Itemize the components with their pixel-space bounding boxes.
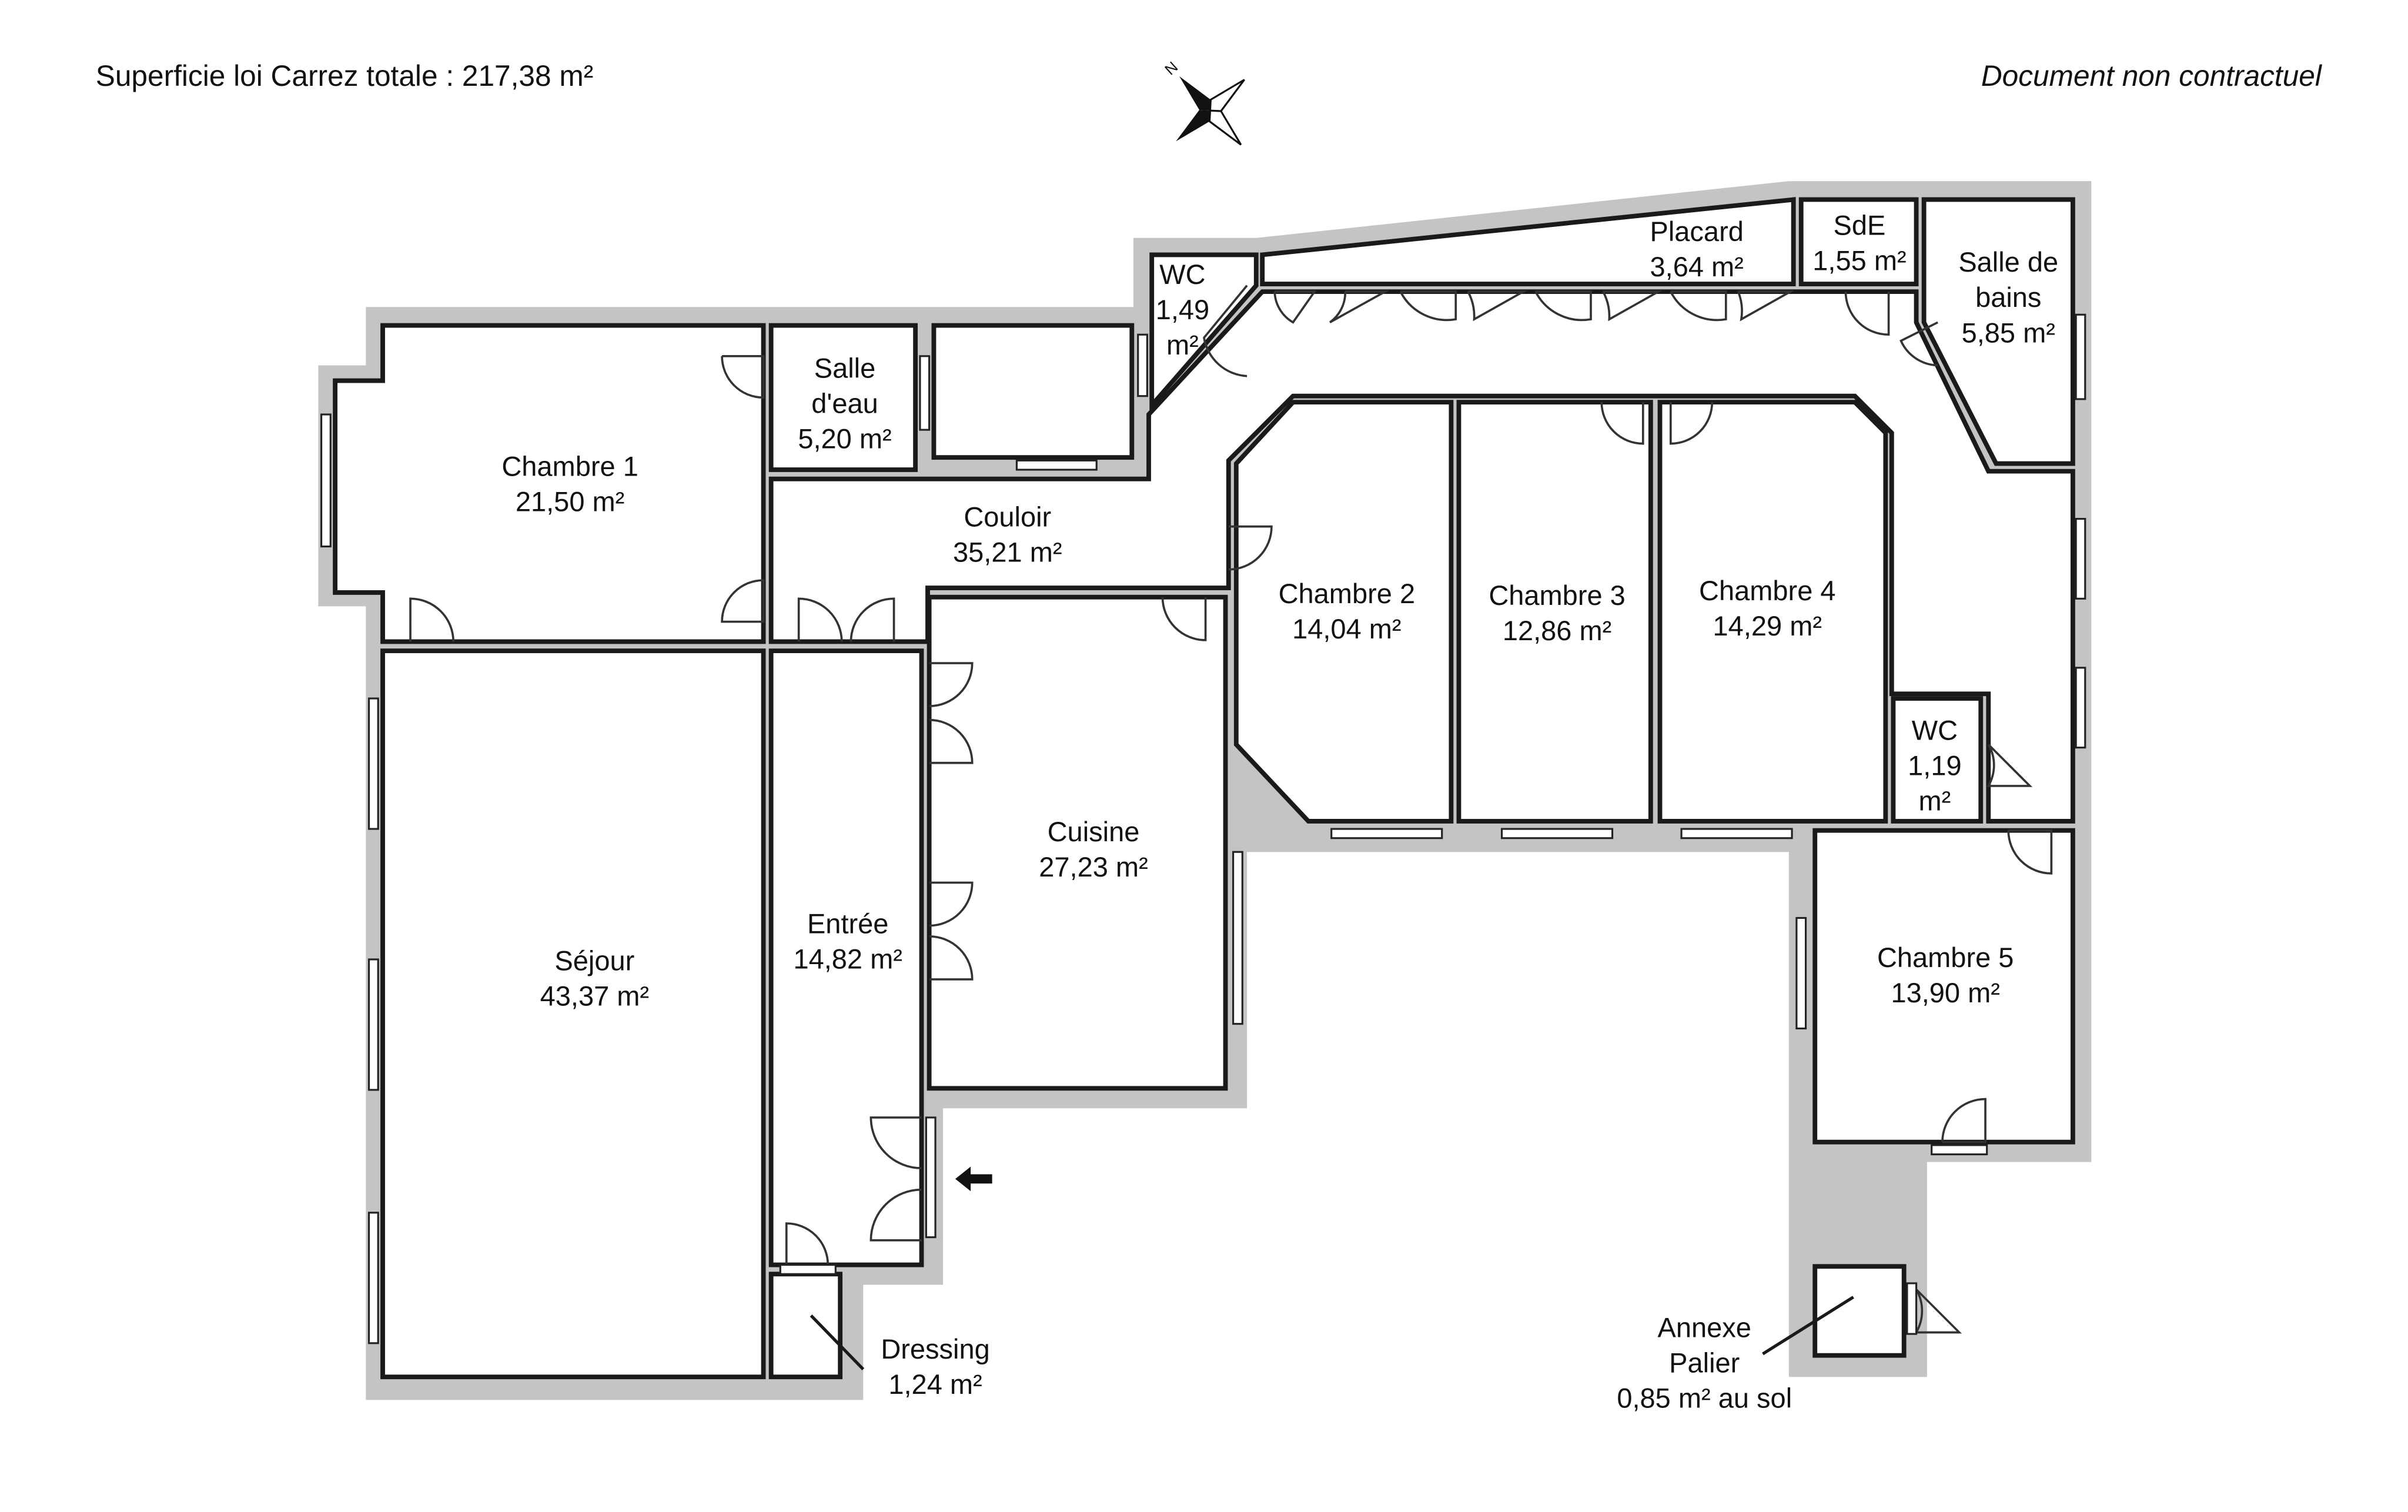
room-label-line: WC (1912, 715, 1958, 746)
room-label-line: bains (1975, 282, 2041, 313)
room-label-line: Chambre 2 (1279, 578, 1416, 609)
room-label-line: Salle (814, 352, 876, 383)
room-label-line: 21,50 m² (516, 486, 624, 517)
room-label-line: WC (1159, 259, 1205, 290)
room-label-chambre-2: Chambre 2 14,04 m² (1279, 578, 1416, 644)
room-label-line: Chambre 3 (1489, 580, 1625, 611)
room-label-line: SdE (1834, 210, 1886, 241)
room-label-line: Couloir (964, 501, 1051, 533)
room-annexe-palier (1812, 1264, 1907, 1358)
room-label-salle-d-eau: Salle d'eau 5,20 m² (798, 352, 891, 454)
room-label-line: Placard (1650, 216, 1744, 247)
room-salle-d-eau (768, 323, 918, 472)
total-area-label: Superficie loi Carrez totale : 217,38 m² (96, 59, 594, 92)
room-label-line: m² (1166, 329, 1199, 360)
room-label-line: 3,64 m² (1650, 251, 1744, 282)
room-storage (931, 323, 1135, 460)
room-label-chambre-1: Chambre 1 21,50 m² (501, 450, 638, 517)
room-chambre-4 (1657, 400, 1888, 824)
room-label-line: 0,85 m² au sol (1617, 1382, 1792, 1413)
room-label-wc-1: WC 1,49 m² (1156, 259, 1209, 360)
room-label-wc-2: WC 1,19 m² (1908, 715, 1961, 817)
room-entree (768, 648, 924, 1267)
entrance-arrow-icon (955, 1166, 992, 1192)
room-label-line: Séjour (554, 945, 634, 976)
room-label-chambre-3: Chambre 3 12,86 m² (1489, 580, 1625, 646)
room-label-sejour: Séjour 43,37 m² (540, 945, 649, 1011)
room-label-sde: SdE 1,55 m² (1812, 210, 1906, 276)
room-sde (1798, 197, 1919, 286)
room-label-line: 13,90 m² (1891, 977, 1999, 1008)
doors (409, 285, 2053, 1334)
room-label-line: 27,23 m² (1039, 851, 1148, 882)
windows (320, 313, 2086, 1344)
north-label: N (1161, 58, 1181, 79)
room-label-dressing: Dressing 1,24 m² (881, 1333, 989, 1400)
room-label-line: 14,29 m² (1713, 610, 1822, 641)
room-label-line: Salle de (1958, 246, 2058, 277)
room-label-line: Dressing (881, 1333, 989, 1364)
room-cuisine (927, 594, 1228, 1091)
room-label-line: 1,55 m² (1812, 245, 1906, 276)
room-label-line: Cuisine (1048, 816, 1140, 847)
room-label-line: 5,20 m² (798, 423, 891, 454)
room-chambre-1 (333, 323, 766, 644)
room-dressing (768, 1272, 843, 1380)
room-label-line: Chambre 5 (1877, 942, 2014, 973)
room-label-couloir: Couloir 35,21 m² (953, 501, 1062, 568)
room-label-line: 35,21 m² (953, 537, 1062, 568)
room-label-line: 12,86 m² (1503, 615, 1611, 646)
room-placard (1260, 197, 1796, 286)
room-label-placard: Placard 3,64 m² (1650, 216, 1744, 282)
room-label-line: 14,82 m² (793, 944, 902, 975)
annexe-leader (1762, 1296, 1854, 1356)
room-label-line: 43,37 m² (540, 980, 649, 1011)
room-sejour (380, 648, 766, 1380)
room-label-chambre-5: Chambre 5 13,90 m² (1877, 942, 2014, 1008)
room-label-line: Annexe (1658, 1312, 1751, 1343)
room-label-chambre-4: Chambre 4 14,29 m² (1699, 575, 1836, 641)
room-label-line: 1,49 (1156, 294, 1209, 325)
room-label-line: d'eau (811, 387, 878, 419)
room-chambre-5 (1812, 828, 2075, 1145)
room-wc-1 (1149, 252, 1259, 412)
room-label-line: 14,04 m² (1292, 613, 1401, 644)
room-couloir (768, 289, 2075, 824)
room-label-line: 5,85 m² (1962, 317, 2055, 348)
room-label-line: Entrée (807, 908, 888, 939)
room-label-line: 1,24 m² (888, 1369, 982, 1400)
dressing-leader (810, 1314, 865, 1370)
room-label-line: 1,19 (1908, 750, 1961, 781)
room-label-entree: Entrée 14,82 m² (793, 908, 902, 975)
room-label-line: Chambre 1 (501, 450, 638, 481)
room-chambre-3 (1456, 400, 1653, 824)
room-salle-de-bains (1921, 197, 2075, 466)
room-label-salle-de-bains: Salle de bains 5,85 m² (1958, 246, 2058, 348)
room-labels: Chambre 1 21,50 m² Salle d'eau 5,20 m² WC 1,49… (501, 210, 2058, 1414)
room-label-cuisine: Cuisine 27,23 m² (1039, 816, 1148, 882)
compass-icon: N (1161, 58, 1245, 146)
room-chambre-2 (1233, 400, 1454, 824)
room-wc-2 (1891, 696, 1984, 824)
disclaimer-label: Document non contractuel (1981, 59, 2323, 92)
room-label-line: Chambre 4 (1699, 575, 1836, 606)
room-label-line: m² (1919, 785, 1951, 817)
room-label-line: Palier (1669, 1347, 1740, 1378)
